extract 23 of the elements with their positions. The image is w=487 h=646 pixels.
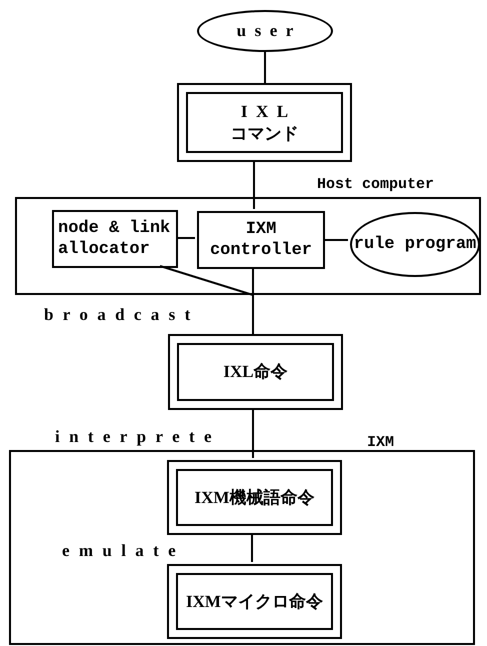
connector-line bbox=[176, 237, 195, 239]
double-bordered-box bbox=[177, 83, 352, 162]
node-label: コマンド bbox=[230, 122, 298, 144]
node-label: IXL bbox=[240, 101, 297, 122]
process-box bbox=[52, 210, 178, 268]
group-heading: Host computer bbox=[317, 175, 434, 195]
node-label: IXL命令 bbox=[223, 361, 288, 383]
node-label: rule program bbox=[352, 234, 478, 256]
connector-line bbox=[252, 410, 254, 458]
connector-line bbox=[251, 533, 253, 562]
connector-line bbox=[264, 52, 266, 83]
process-box bbox=[197, 211, 325, 269]
connector-line bbox=[323, 239, 348, 241]
double-bordered-box bbox=[167, 564, 342, 639]
node-label: IXM controller bbox=[208, 218, 314, 262]
node-label: node & link allocator bbox=[57, 218, 172, 260]
node-label: IXMマイクロ命令 bbox=[186, 590, 323, 612]
double-bordered-box bbox=[168, 334, 343, 410]
double-bordered-box bbox=[167, 460, 342, 535]
node-label: user bbox=[236, 20, 302, 42]
node-label: IXM機械語命令 bbox=[194, 486, 314, 508]
group-heading: IXM bbox=[367, 433, 394, 453]
connector-line bbox=[253, 162, 255, 209]
